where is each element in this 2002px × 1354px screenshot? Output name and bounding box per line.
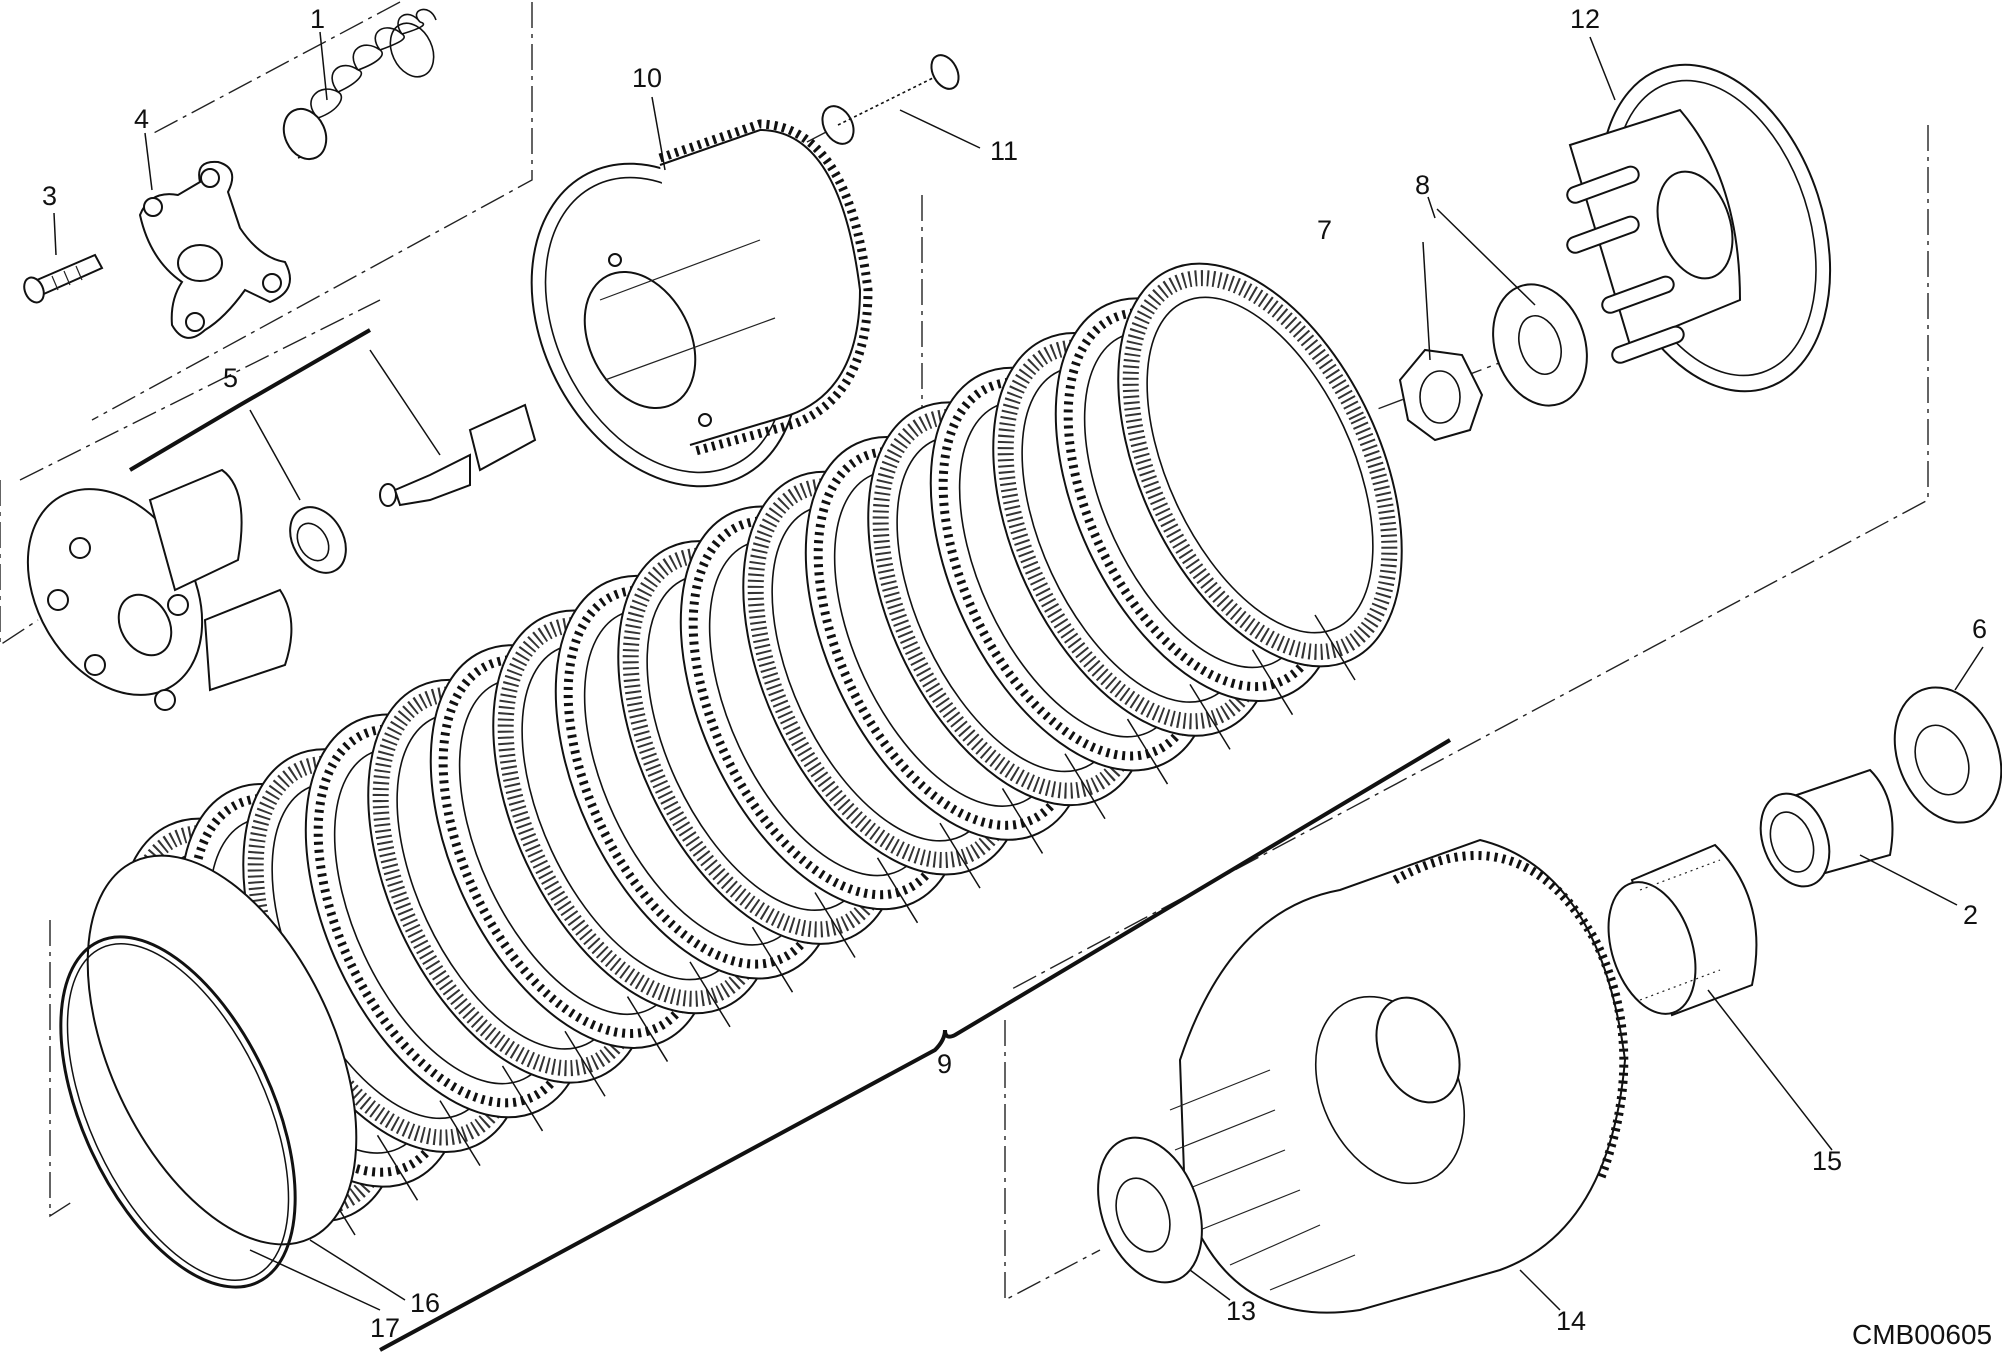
callout-8: 8 <box>1415 170 1430 200</box>
callout-7: 7 <box>1317 215 1332 245</box>
part-thrust-washer <box>1893 686 2002 824</box>
part-long-spring <box>821 54 960 145</box>
callout-12: 12 <box>1570 4 1600 34</box>
callout-3: 3 <box>42 181 57 211</box>
part-bushing <box>1759 768 1894 888</box>
clutch-disc <box>1117 262 1403 681</box>
part-wire-ring <box>59 935 297 1289</box>
drawing-code: CMB00605 <box>1852 1319 1992 1350</box>
callout-17: 17 <box>370 1313 400 1343</box>
callout-10: 10 <box>632 63 662 93</box>
callout-5: 5 <box>223 363 238 393</box>
part-spring-plate <box>138 160 291 339</box>
part-pressure-hub <box>26 403 537 711</box>
part-screw <box>23 253 104 304</box>
callout-4: 4 <box>134 104 149 134</box>
callout-1: 1 <box>310 4 325 34</box>
callout-6: 6 <box>1972 614 1987 644</box>
part-clutch-drum <box>530 119 873 488</box>
leader-lines <box>53 31 1984 1311</box>
part-washer <box>1097 1136 1203 1284</box>
part-pressure-plate <box>1566 63 1832 393</box>
part-lock-washer <box>1492 283 1588 407</box>
group-brackets <box>128 328 1452 1352</box>
callout-9: 9 <box>937 1049 952 1079</box>
part-nut <box>1398 348 1484 442</box>
part-needle-bearing <box>1607 843 1758 1017</box>
part-small-spring <box>282 8 437 161</box>
callout-14: 14 <box>1556 1306 1586 1336</box>
callout-16: 16 <box>410 1288 440 1318</box>
callout-13: 13 <box>1226 1296 1256 1326</box>
callout-15: 15 <box>1812 1146 1842 1176</box>
part-clutch-housing <box>1169 838 1629 1314</box>
callout-11: 11 <box>990 136 1018 166</box>
callout-labels: 1 2 3 4 5 6 7 8 9 10 11 12 13 14 15 16 1… <box>42 4 1992 1350</box>
callout-2: 2 <box>1963 900 1978 930</box>
